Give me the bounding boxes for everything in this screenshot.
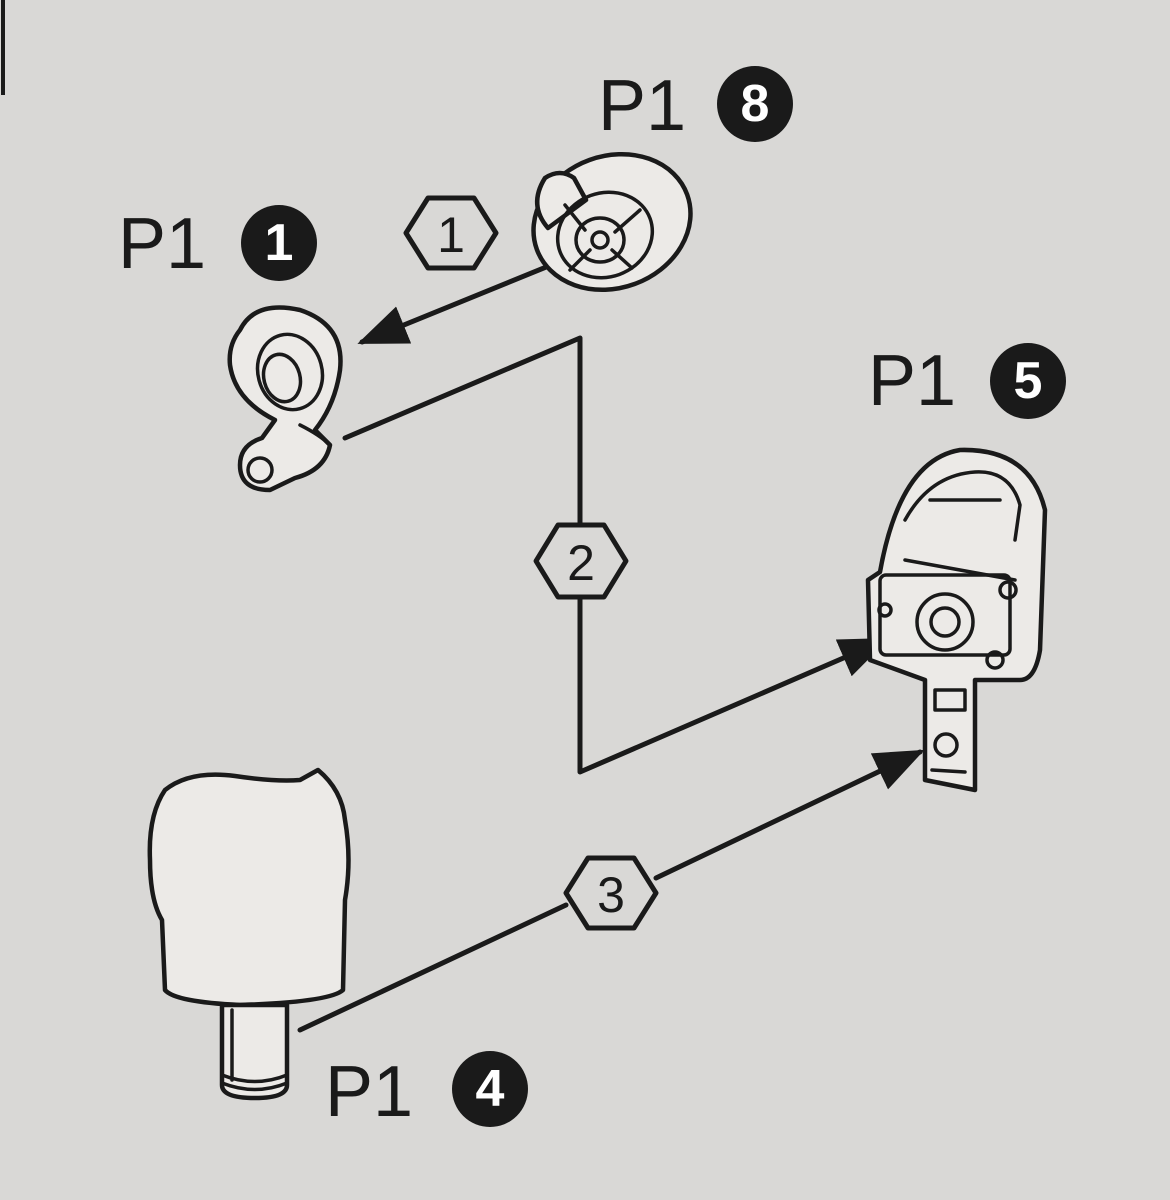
label-p1-4: P1 4 [325, 1051, 528, 1132]
label-p1-1-number: 1 [265, 214, 294, 272]
label-p1-1-prefix: P1 [118, 204, 206, 284]
badge-circle-icon [452, 1051, 528, 1127]
label-p1-4-number: 4 [476, 1060, 505, 1118]
step-marker-1: 1 [403, 195, 499, 271]
part-p1-4-drawing [147, 767, 351, 1101]
label-p1-5-prefix: P1 [868, 341, 956, 421]
label-p1-8-prefix: P1 [598, 66, 686, 146]
part-p1-1-drawing [227, 305, 343, 493]
hexagon-step-icon [563, 855, 659, 931]
assembly-arrow-step3 [653, 749, 925, 881]
assembly-path-step2 [342, 335, 583, 528]
hexagon-step-icon [403, 195, 499, 271]
part-p1-8-drawing [531, 151, 693, 293]
step-marker-3: 3 [563, 855, 659, 931]
label-p1-8: P1 8 [598, 66, 793, 146]
label-p1-8-number: 8 [741, 75, 770, 133]
step-2-number: 2 [567, 535, 595, 591]
step-1-number: 1 [437, 207, 465, 263]
assembly-path-step2-lower [577, 594, 890, 775]
hexagon-step-icon [533, 522, 629, 600]
step-marker-2: 2 [533, 522, 629, 600]
badge-circle-icon [990, 343, 1066, 419]
badge-circle-icon [241, 205, 317, 281]
step-3-number: 3 [597, 867, 625, 923]
label-p1-5: P1 5 [868, 341, 1066, 421]
label-p1-1: P1 1 [118, 204, 317, 284]
assembly-path-step3-lower [297, 902, 569, 1033]
label-p1-5-number: 5 [1014, 352, 1043, 410]
part-p1-5-drawing [865, 447, 1048, 793]
badge-circle-icon [717, 66, 793, 142]
label-p1-4-prefix: P1 [325, 1052, 413, 1132]
